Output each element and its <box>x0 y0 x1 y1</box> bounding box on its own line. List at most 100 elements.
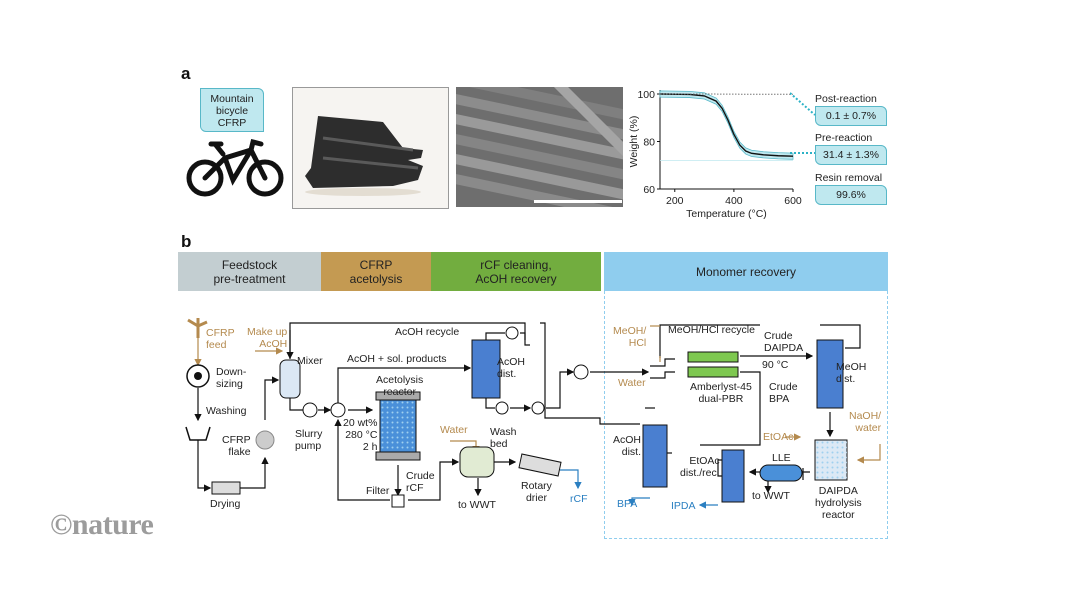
to-wwt-label: to WWT <box>458 499 496 511</box>
label-line: rCF <box>406 482 424 494</box>
x-axis-title: Temperature (°C) <box>686 208 767 220</box>
mixer-icon <box>279 359 301 399</box>
cooler-icon <box>531 401 545 415</box>
label-line: CFRP <box>222 434 251 446</box>
acoh-distillation-column-2-icon <box>642 424 668 488</box>
x-tick-label: 200 <box>666 195 684 207</box>
stage-text: CFRP <box>359 257 393 272</box>
temperature-label: 90 °C <box>762 359 789 371</box>
label-line: EtOAc <box>689 455 720 467</box>
scale-bar <box>534 200 622 203</box>
stage-text: AcOH recovery <box>475 271 557 286</box>
panel-label-a: a <box>181 64 191 83</box>
x-tick-label: 600 <box>784 195 802 207</box>
sem-image <box>456 87 623 207</box>
ipda-product-label: IPDA <box>671 500 696 512</box>
label-line: NaOH/ <box>849 410 882 422</box>
post-reaction-value: 0.1 ± 0.7% <box>815 106 887 126</box>
acoh-distillation-column-icon <box>471 339 501 399</box>
etoac-feed-label: EtOAc <box>763 431 794 443</box>
cfrp-flake-icon <box>255 430 275 450</box>
washing-tank-icon <box>185 426 211 441</box>
label-line: 280 °C <box>345 429 378 441</box>
condenser-icon <box>505 326 519 340</box>
lle-decanter-icon <box>759 464 803 482</box>
rotary-drier-icon <box>518 453 562 477</box>
mixer-label: Mixer <box>297 355 323 367</box>
callout-line: bicycle <box>215 105 249 117</box>
label-line: DAIPDA <box>818 485 858 497</box>
label-line: dual-PBR <box>698 393 744 405</box>
etoac-distillation-column-icon <box>721 449 745 503</box>
label-line: Crude <box>406 470 435 482</box>
label-line: Make up <box>247 326 288 338</box>
callout-connectors <box>790 92 816 154</box>
packed-bed-reactor-icon <box>687 366 739 378</box>
label-line: 20 wt% <box>343 417 378 429</box>
acoh-recycle-label: AcOH recycle <box>395 326 460 338</box>
label-line: pump <box>295 440 322 452</box>
label-line: reactor <box>822 509 855 521</box>
dryer-icon <box>211 481 241 495</box>
label-line: Rotary <box>521 480 552 492</box>
label-line: BPA <box>769 393 790 405</box>
heat-exchanger-icon <box>330 402 346 418</box>
water-label: Water <box>440 424 468 436</box>
label-line: water <box>855 422 882 434</box>
callout-line: Mountain <box>210 93 254 105</box>
resin-removal-value: 99.6% <box>815 185 887 205</box>
nature-watermark: ©nature <box>50 508 154 541</box>
y-tick-label: 60 <box>643 184 655 196</box>
label-line: hydrolysis <box>815 497 862 509</box>
label-line: MeOH/ <box>613 325 647 337</box>
stage-text: acetolysis <box>349 271 403 286</box>
y-tick-label: 100 <box>637 89 655 101</box>
series-band <box>659 90 794 160</box>
meoh-distillation-column-icon <box>816 339 844 409</box>
slurry-pump-icon <box>302 402 318 418</box>
label-line: MeOH <box>836 361 867 373</box>
label-line: dist. <box>836 373 856 385</box>
downsizing-label: Down-sizing <box>216 366 246 390</box>
pre-reaction-title: Pre-reaction <box>815 132 873 144</box>
label-line: HCl <box>628 337 647 349</box>
label-line: AcOH <box>613 434 642 446</box>
pump-icon <box>573 364 589 380</box>
stage-text: Feedstock <box>221 257 278 272</box>
water-feed-label: Water <box>618 377 646 389</box>
label-line: dist. <box>621 446 642 458</box>
label-line: Acetolysis <box>376 374 424 386</box>
label-line: AcOH <box>259 338 288 350</box>
rcf-product-label: rCF <box>570 493 588 505</box>
reboiler-icon <box>495 401 509 415</box>
meoh-hcl-label: MeOH/HCl <box>613 325 646 349</box>
bicycle-icon <box>186 138 284 197</box>
post-reaction-title: Post-reaction <box>815 93 877 105</box>
series-line-pre-reaction <box>659 93 794 157</box>
stage-text: pre-treatment <box>213 271 286 286</box>
label-line: AcOH <box>497 356 526 368</box>
label-line: reactor <box>383 386 416 398</box>
label-line: Wash <box>490 426 517 438</box>
stage-monomer-recovery: Monomer recovery <box>604 252 888 291</box>
y-tick-label: 80 <box>643 137 655 149</box>
label-line: flake <box>228 446 251 458</box>
packed-bed-reactor-icon <box>687 351 739 363</box>
